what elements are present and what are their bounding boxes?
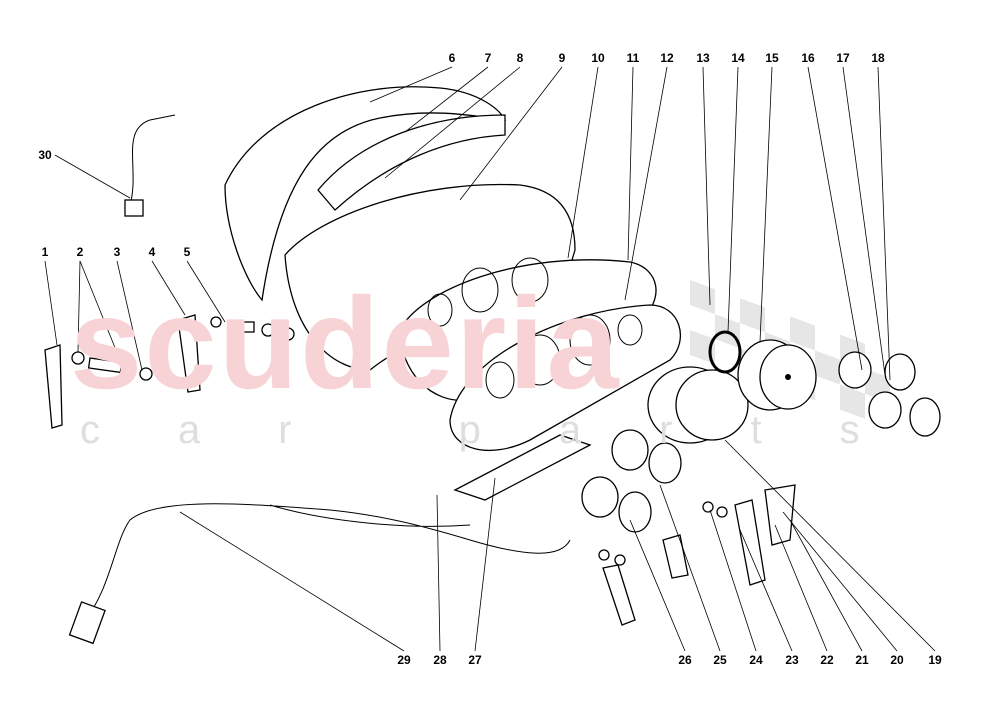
- harness-connector: [68, 601, 106, 645]
- small-gauge-lower: [868, 391, 941, 437]
- leader-line-20: [782, 511, 898, 652]
- mounting-bracket-1: [44, 344, 63, 429]
- leader-line-11: [627, 66, 634, 261]
- leader-line-23: [739, 529, 793, 652]
- leader-line-29: [179, 511, 405, 652]
- leader-line-17: [842, 66, 886, 376]
- leader-line-9: [459, 66, 563, 201]
- leader-line-28: [436, 494, 441, 652]
- leader-line-12: [624, 66, 668, 301]
- leader-line-26: [629, 519, 686, 652]
- sensor-cable-30: [129, 114, 176, 206]
- dashboard-cover: [224, 86, 507, 302]
- speedometer-gauge: [647, 366, 749, 444]
- leader-line-10: [567, 66, 599, 259]
- leader-line-24: [709, 509, 757, 652]
- leader-line-2: [79, 260, 123, 366]
- switch-bar: [453, 434, 592, 501]
- wiring-harness: [84, 503, 571, 621]
- leader-line-2: [77, 260, 81, 353]
- leader-lines: [44, 66, 936, 652]
- leader-line-15: [759, 66, 773, 343]
- leader-line-22: [774, 524, 828, 652]
- leader-line-19: [724, 439, 936, 652]
- leader-line-14: [727, 66, 739, 333]
- bracket-plate-4: [177, 314, 201, 393]
- leader-line-16: [807, 66, 863, 371]
- leader-line-7: [404, 66, 489, 133]
- leader-line-8: [384, 66, 521, 179]
- spring-5: [210, 316, 295, 341]
- leader-line-18: [877, 66, 891, 381]
- spring-2: [71, 351, 153, 381]
- tachometer-gauge: [737, 339, 817, 411]
- leader-line-3: [116, 260, 143, 371]
- leader-line-21: [789, 519, 863, 652]
- sensor-connector-30: [124, 199, 144, 217]
- leader-line-30: [54, 154, 131, 199]
- leader-line-6: [369, 66, 453, 103]
- leader-line-13: [702, 66, 711, 306]
- leader-line-25: [659, 484, 721, 652]
- brackets-lower: [598, 484, 796, 626]
- leader-line-1: [44, 260, 58, 346]
- panel-dial-holes: [427, 257, 643, 399]
- small-gauge-bottom: [581, 476, 652, 533]
- gauge-seal-ring: [708, 330, 742, 374]
- leader-line-5: [186, 260, 226, 323]
- instrument-panel-frame: [399, 259, 657, 402]
- small-gauge-upper: [838, 351, 916, 391]
- small-gauge-left: [611, 429, 682, 484]
- leader-line-27: [474, 477, 496, 652]
- leader-line-4: [151, 260, 186, 316]
- cover-trim: [317, 114, 506, 211]
